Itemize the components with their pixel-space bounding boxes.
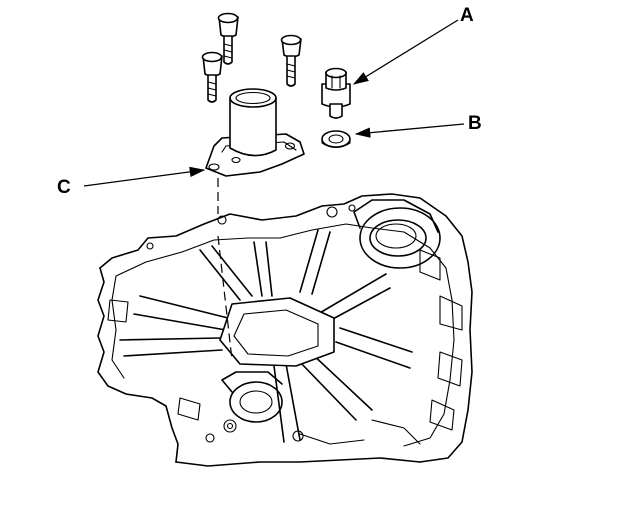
- callout-label-b: B: [468, 113, 482, 134]
- flange-bolt-icon: [321, 67, 351, 119]
- alignment-line-lower: [217, 235, 233, 361]
- bolt-left-icon: [201, 51, 223, 103]
- bearing-holder-cover-icon: [205, 88, 305, 177]
- callout-arrow-a: [352, 19, 459, 85]
- callout-arrow-c: [83, 166, 206, 187]
- bolt-middle-icon: [280, 34, 302, 87]
- bolt-top-icon: [217, 12, 239, 65]
- callout-label-a: A: [460, 5, 474, 26]
- transmission-housing: [97, 193, 473, 467]
- sealing-washer-icon: [321, 130, 351, 149]
- callout-label-c: C: [57, 177, 71, 198]
- callout-arrow-b: [354, 123, 465, 138]
